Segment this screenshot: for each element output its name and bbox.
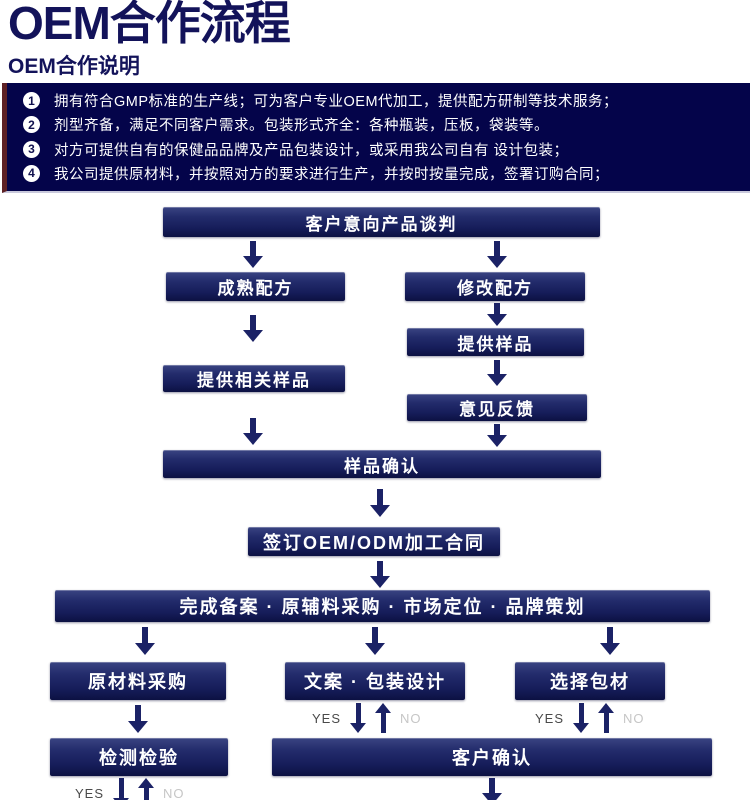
- flow-node-feedback: 意见反馈: [407, 394, 587, 421]
- arrow-down-icon: [243, 241, 263, 268]
- arrow-down-icon: [487, 241, 507, 268]
- numbered-circle-icon: 3: [23, 140, 40, 158]
- yes-label: YES: [535, 710, 565, 726]
- flow-node-inspection: 检测检验: [50, 738, 228, 776]
- numbered-circle-icon: 1: [23, 92, 40, 110]
- arrow-down-icon: [135, 627, 155, 655]
- arrow-down-icon: [370, 489, 390, 517]
- arrow-up-icon: [138, 778, 155, 800]
- numbered-circle-icon: 2: [23, 116, 40, 134]
- yes-label: YES: [312, 710, 342, 726]
- flow-node-choose-packaging: 选择包材: [515, 662, 665, 700]
- flow-node-customer-confirm: 客户确认: [272, 738, 712, 776]
- note-text: 对方可提供自有的保健品品牌及产品包装设计，或采用我公司自有 设计包装；: [54, 142, 569, 159]
- note-text: 我公司提供原材料，并按照对方的要求进行生产，并按时按量完成，签署订购合同；: [54, 166, 609, 183]
- no-label: NO: [163, 785, 185, 800]
- page-subtitle: OEM合作说明: [8, 55, 140, 78]
- arrow-down-icon: [487, 360, 507, 386]
- yesno-decision: YES NO: [535, 703, 645, 733]
- arrow-down-icon: [350, 703, 367, 733]
- arrow-down-icon: [370, 561, 390, 588]
- flow-node-mature-formula: 成熟配方: [166, 272, 345, 301]
- flow-node-raw-material: 原材料采购: [50, 662, 226, 700]
- no-label: NO: [623, 710, 645, 726]
- arrow-down-icon: [487, 303, 507, 326]
- note-text: 拥有符合GMP标准的生产线；可为客户专业OEM代加工，提供配方研制等技术服务；: [54, 94, 619, 111]
- flow-node-provide-related-samples: 提供相关样品: [163, 365, 345, 392]
- arrow-down-icon: [128, 705, 148, 733]
- flow-node-negotiation: 客户意向产品谈判: [163, 207, 600, 237]
- flow-node-sample-confirm: 样品确认: [163, 450, 601, 478]
- page-title: OEM合作流程: [8, 0, 291, 49]
- arrow-up-icon: [598, 703, 615, 733]
- note-row: 2 剂型齐备，满足不同客户需求。包装形式齐全：各种瓶装，压板，袋装等。: [23, 114, 740, 135]
- flow-node-provide-samples: 提供样品: [407, 328, 584, 356]
- arrow-down-icon: [243, 418, 263, 445]
- yesno-decision: YES NO: [75, 778, 185, 800]
- flow-node-copy-packaging: 文案 · 包装设计: [285, 662, 465, 700]
- numbered-circle-icon: 4: [23, 164, 40, 182]
- note-text: 剂型齐备，满足不同客户需求。包装形式齐全：各种瓶装，压板，袋装等。: [54, 118, 549, 135]
- flow-node-sign-contract: 签订OEM/ODM加工合同: [248, 527, 500, 556]
- arrow-down-icon: [482, 778, 502, 800]
- arrow-down-icon: [113, 778, 130, 800]
- yesno-decision: YES NO: [312, 703, 422, 733]
- flow-node-filing-row: 完成备案 · 原辅料采购 · 市场定位 · 品牌策划: [55, 590, 710, 622]
- note-row: 1 拥有符合GMP标准的生产线；可为客户专业OEM代加工，提供配方研制等技术服务…: [23, 90, 740, 111]
- arrow-down-icon: [243, 315, 263, 342]
- arrow-down-icon: [487, 424, 507, 447]
- arrow-down-icon: [365, 627, 385, 655]
- note-row: 3 对方可提供自有的保健品品牌及产品包装设计，或采用我公司自有 设计包装；: [23, 139, 740, 160]
- no-label: NO: [400, 710, 422, 726]
- yes-label: YES: [75, 785, 105, 800]
- notes-panel: 1 拥有符合GMP标准的生产线；可为客户专业OEM代加工，提供配方研制等技术服务…: [2, 83, 750, 193]
- flow-node-modify-formula: 修改配方: [405, 272, 585, 301]
- arrow-down-icon: [573, 703, 590, 733]
- arrow-down-icon: [600, 627, 620, 655]
- arrow-up-icon: [375, 703, 392, 733]
- note-row: 4 我公司提供原材料，并按照对方的要求进行生产，并按时按量完成，签署订购合同；: [23, 163, 740, 184]
